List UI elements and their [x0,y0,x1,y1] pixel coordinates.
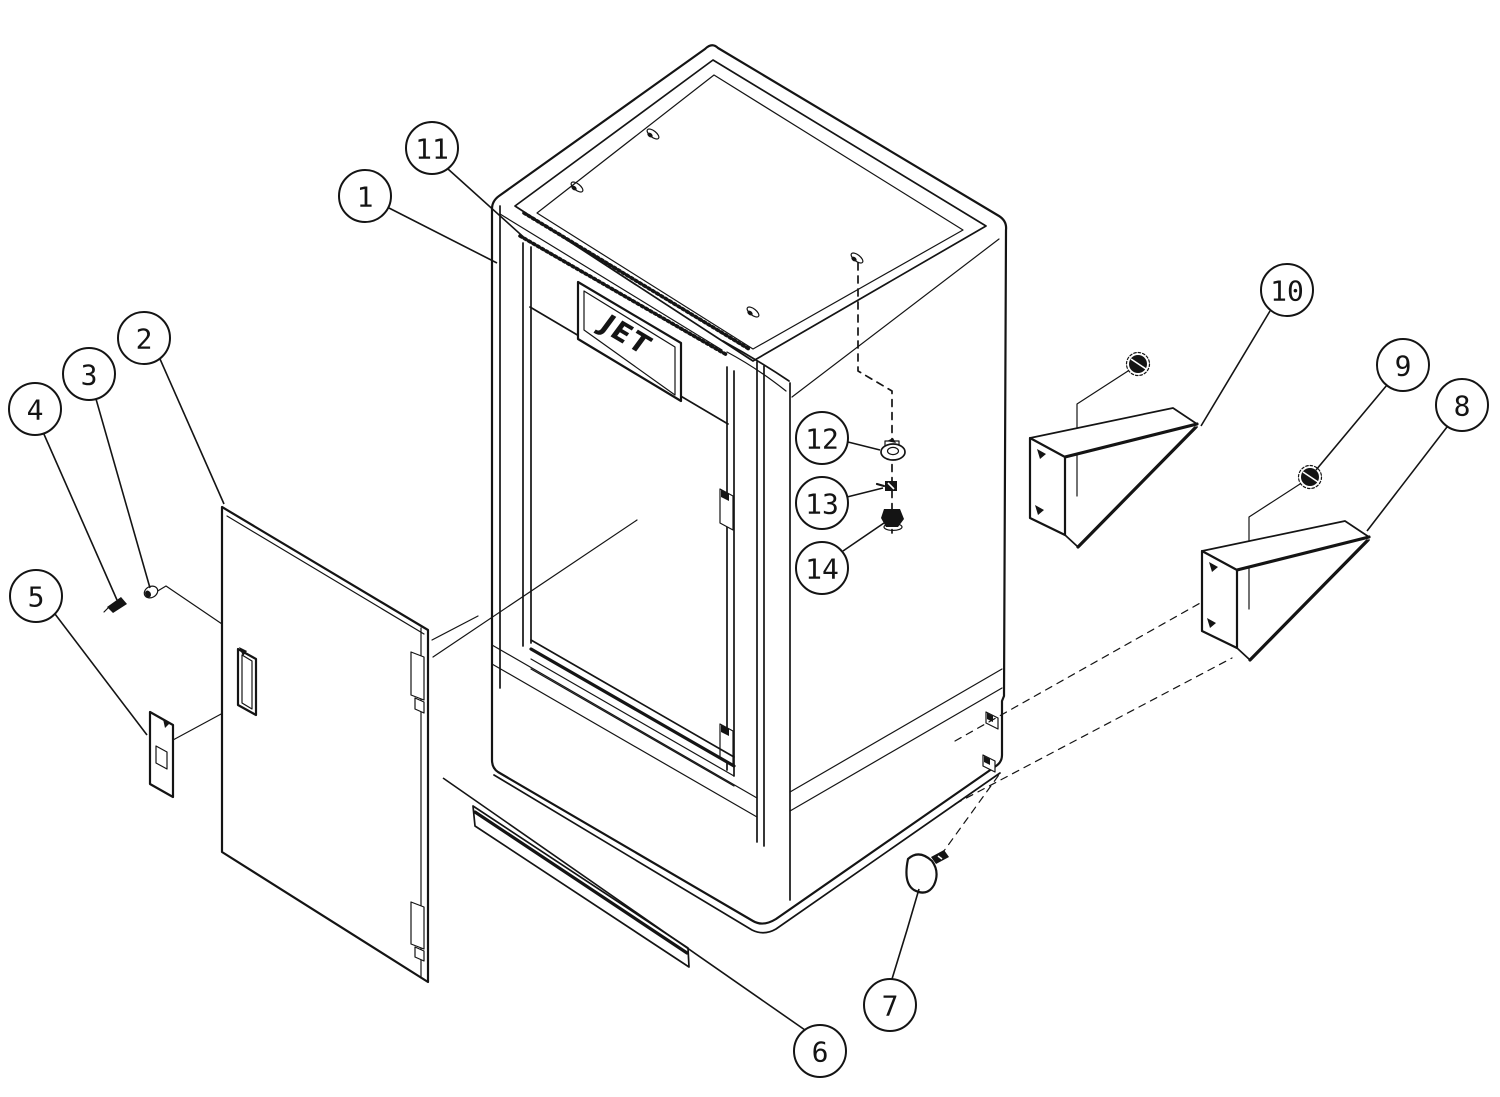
latch-screw-line [155,585,223,625]
door-sill-strips [529,639,736,787]
leader-line-5 [54,613,148,736]
door-hinge-line [432,519,638,658]
leader-line-14 [842,522,885,552]
front-top-inner-edge [499,213,723,351]
top-bolt-axis-dashed [857,262,893,534]
front-corner-pillar [756,361,765,847]
callout-balloon-9[interactable]: 9 [1376,338,1430,392]
door-latch-recess [236,647,258,717]
front-base-molding [491,644,758,818]
callout-balloon-8[interactable]: 8 [1435,378,1489,432]
latch-plate [148,710,175,799]
callout-balloon-11[interactable]: 11 [405,121,459,175]
flange-nut [1125,351,1151,377]
callout-balloon-10[interactable]: 10 [1260,263,1314,317]
svg-text:14: 14 [805,553,839,586]
leader-line-12 [847,441,881,451]
top-face-rim [514,59,987,362]
callout-balloon-14[interactable]: 14 [795,541,849,595]
door-top-inner-edge [226,515,425,635]
door-outline [220,505,430,984]
svg-text:6: 6 [812,1036,829,1069]
svg-text:9: 9 [1395,350,1412,383]
callout-balloon-13[interactable]: 13 [795,476,849,530]
svg-text:7: 7 [882,990,899,1023]
svg-text:3: 3 [81,359,98,392]
hex-nut [881,509,904,531]
latch-keeper-upper [719,488,734,531]
leader-line-13 [846,487,884,498]
door-opening-left-jamb [522,242,532,647]
leader-line-1 [388,207,498,264]
lower-bracket [1200,463,1371,662]
door-panel [220,505,430,984]
callout-balloon-1[interactable]: 1 [338,169,392,223]
leader-line-3 [95,398,151,589]
door-hinge-lower [410,901,425,950]
leader-line-2 [159,358,225,505]
cabinet-base-rim [493,772,1001,934]
knob-body [905,853,938,894]
upper-bracket-mount-dashed [954,601,1203,742]
bracket-bolt-axis [1076,370,1129,497]
flat-washer [880,438,906,461]
svg-text:12: 12 [805,423,839,456]
top-rim-hatch [522,211,751,351]
leader-line-6 [442,777,806,1031]
callout-balloon-3[interactable]: 3 [62,347,116,401]
callout-balloon-12[interactable]: 12 [795,411,849,465]
latch-screw [103,597,127,613]
door-hinge-upper [410,651,425,701]
svg-text:10: 10 [1270,275,1304,308]
svg-text:11: 11 [415,133,449,166]
bottom-strip [472,805,690,968]
latch-plate-hole [155,745,168,770]
svg-text:13: 13 [805,488,839,521]
svg-text:1: 1 [357,181,374,214]
svg-text:2: 2 [136,323,153,356]
latch-plate-outline [148,710,175,799]
lock-knob [905,850,949,894]
leader-line-11 [447,168,530,243]
brand-badge-plate [576,280,683,403]
brand-badge: JET [576,280,683,403]
cabinet-outline [490,44,1008,925]
leader-line-7 [891,888,920,980]
leader-line-8 [1366,426,1448,532]
top-mount-slots [570,128,864,318]
leader-line-10 [1200,310,1271,427]
svg-text:4: 4 [27,394,44,427]
upper-bracket [1028,351,1199,549]
callout-balloon-2[interactable]: 2 [117,311,171,365]
right-top-inner-edge [791,238,1000,398]
callout-balloon-7[interactable]: 7 [863,978,917,1032]
top-face-panel [536,74,964,350]
fastener-set-top [875,438,906,531]
front-band-hatch [518,234,729,357]
right-base-molding [789,668,1003,812]
svg-text:8: 8 [1454,390,1471,423]
knob-axis-dashed [940,771,1002,856]
svg-text:5: 5 [28,581,45,614]
callout-balloon-4[interactable]: 4 [8,382,62,436]
cabinet-body: JET [490,44,1008,934]
leader-line-4 [42,431,118,601]
callout-balloon-6[interactable]: 6 [793,1024,847,1078]
door-opening-right-jamb [726,366,735,777]
set-screw [875,481,897,491]
leader-line-9 [1315,384,1388,471]
lower-bracket-mount-dashed [954,657,1233,805]
front-corner-top-curve [722,340,790,382]
callout-balloon-5[interactable]: 5 [9,569,63,623]
latch-washer [143,585,159,599]
